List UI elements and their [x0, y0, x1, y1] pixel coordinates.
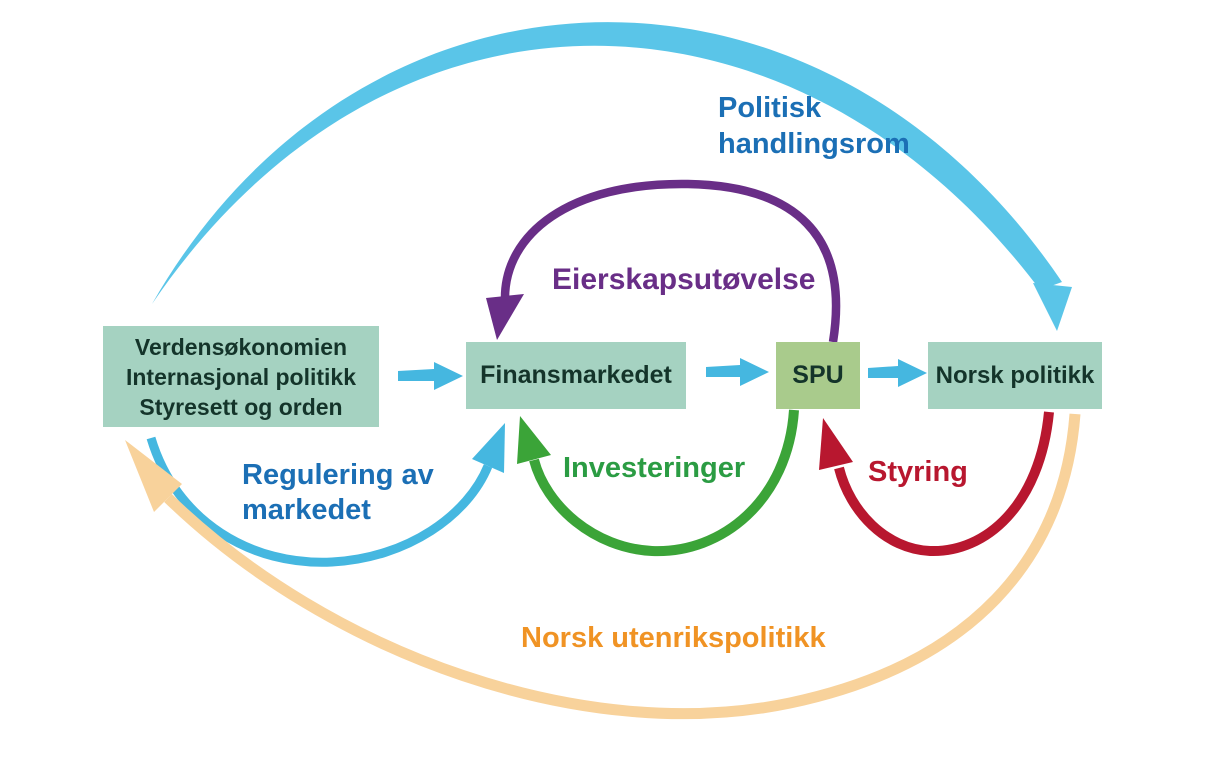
arrow-spu-to-norsk-icon	[868, 359, 927, 387]
node-spu-label: SPU	[792, 361, 844, 389]
node-norsk-politikk: Norsk politikk	[928, 342, 1102, 409]
regulering-label-line-2: markedet	[242, 494, 371, 526]
utenrikspolitikk-label: Norsk utenrikspolitikk	[521, 622, 826, 654]
politisk-handlingsrom-label-line-1: Politisk	[718, 92, 822, 124]
eierskapsutovelse-arc	[500, 179, 841, 343]
politisk-handlingsrom-arc	[152, 22, 1062, 304]
node-finansmarkedet-label: Finansmarkedet	[480, 361, 672, 389]
utenrikspolitikk-arrowhead-icon	[125, 440, 182, 512]
arrow-world-to-finans-icon	[398, 362, 463, 390]
node-verdensokonomien-line-3: Styresett og orden	[139, 393, 343, 420]
arrow-finans-to-spu-icon	[706, 358, 769, 386]
investeringer-arrowhead-icon	[517, 416, 551, 464]
node-norsk-politikk-label: Norsk politikk	[935, 361, 1095, 389]
investeringer-label: Investeringer	[563, 452, 746, 484]
eierskapsutovelse-arrowhead-icon	[486, 294, 524, 340]
investeringer-arc	[529, 409, 799, 557]
node-finansmarkedet: Finansmarkedet	[466, 342, 686, 409]
politisk-handlingsrom-label: Politisk handlingsrom	[718, 90, 910, 162]
node-spu: SPU	[776, 342, 860, 409]
styring-arc	[834, 411, 1054, 557]
regulering-label: Regulering av markedet	[242, 458, 434, 528]
eierskapsutovelse-label: Eierskapsutøvelse	[552, 263, 816, 296]
utenrikspolitikk-arc	[164, 413, 1081, 720]
regulering-arrowhead-icon	[472, 423, 505, 473]
regulering-label-line-1: Regulering av	[242, 459, 434, 491]
styring-arrowhead-icon	[819, 418, 853, 470]
politisk-handlingsrom-label-line-2: handlingsrom	[718, 128, 910, 160]
regulering-arc	[146, 436, 493, 567]
politisk-handlingsrom-arrowhead-icon	[1033, 283, 1072, 331]
node-verdensokonomien-line-1: Verdensøkonomien	[134, 333, 348, 360]
node-verdensokonomien: Verdensøkonomien Internasjonal politikk …	[103, 326, 379, 427]
styring-label: Styring	[868, 456, 968, 488]
node-verdensokonomien-line-2: Internasjonal politikk	[125, 363, 357, 390]
